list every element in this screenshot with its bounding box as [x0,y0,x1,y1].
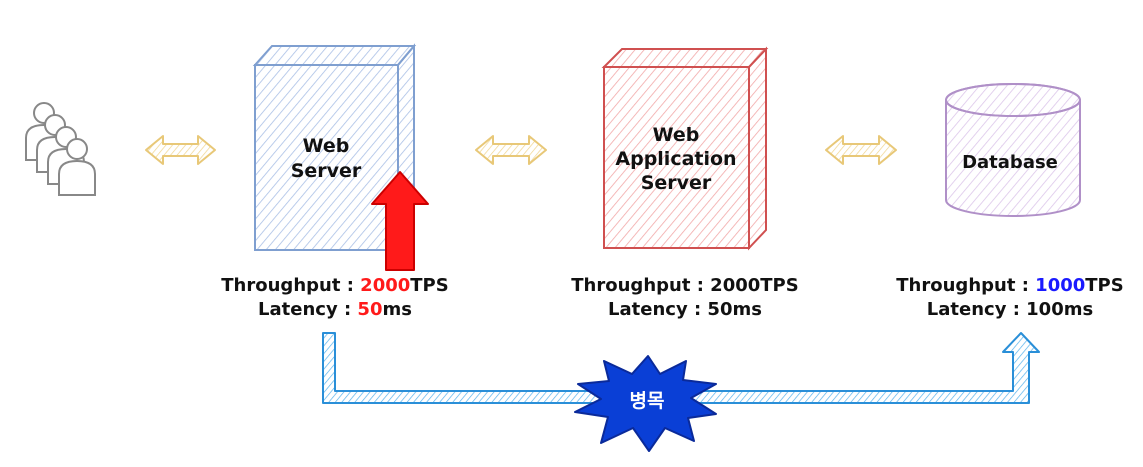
was-latency: Latency : 50ms [608,299,762,320]
bottleneck-flow-arrow [322,332,1040,404]
connector-arrow-web-was [475,135,547,165]
database-throughput-value: 1000 [1035,275,1085,296]
web-server-label-line1: Web [303,135,350,157]
web-server-throughput: Throughput : 2000TPS [221,275,448,296]
was-label-line1: Web [653,124,700,146]
bottleneck-label: 병목 [630,390,665,412]
was-label-line2: Application [615,148,736,170]
red-up-arrow-icon [371,171,429,271]
was-throughput: Throughput : 2000TPS [571,275,798,296]
database-cylinder: Database [945,83,1081,217]
database-label: Database [962,152,1058,173]
web-server-latency: Latency : 50ms [258,299,412,320]
web-server-latency-value: 50 [357,299,382,320]
web-server-throughput-value: 2000 [360,275,410,296]
was-label-line3: Server [641,172,712,194]
connector-arrow-users-web [145,135,216,165]
users-group-icon [25,102,96,196]
web-server-label-line2: Server [291,160,362,182]
connector-arrow-was-db [825,135,897,165]
database-throughput: Throughput : 1000TPS [896,275,1123,296]
database-latency: Latency : 100ms [927,299,1093,320]
bottleneck-burst: 병목 [574,355,717,452]
was-box: Web Application Server [601,46,769,251]
